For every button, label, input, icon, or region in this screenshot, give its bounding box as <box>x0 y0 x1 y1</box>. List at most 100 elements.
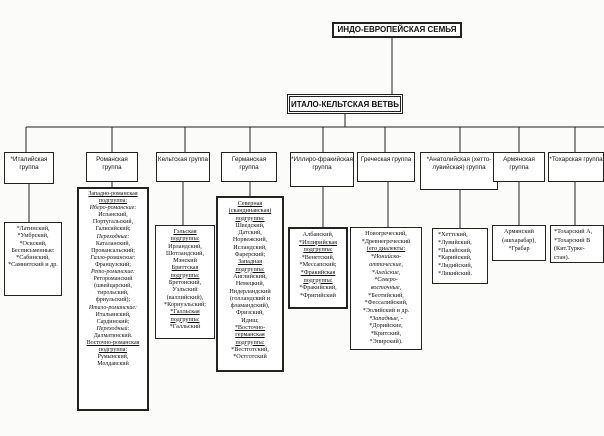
langs-tocharian: *Тохарский А, *Тохарский В (Кит.Туркe- с… <box>550 225 604 263</box>
lang-item: *Фригийский <box>300 291 336 299</box>
lang-item: Новогреческий, <box>365 230 407 237</box>
group-celtic-label: Кельтская группа <box>157 156 209 163</box>
dialect-item: восточные, <box>370 283 402 291</box>
lang-item: (Кит.Туркe- <box>554 245 585 252</box>
lang-item: Итальянский, <box>95 311 131 318</box>
subgroup-heading: Северная <box>237 200 263 207</box>
dialect-item: *Дорийские, <box>369 322 403 330</box>
lang-item: *Ликийский. <box>438 269 473 277</box>
subgroup-heading: подгруппа: <box>303 276 333 284</box>
group-illyro-thracian: *Иллиро-фракийская группа <box>290 152 354 187</box>
dialect-item: *Эолийский и др. <box>362 307 410 315</box>
subgroup-heading: *Фракийская <box>300 268 336 276</box>
group-romance: Романская группа <box>86 152 138 182</box>
langs-romance: Западно-романская подгруппа: Иберо-роман… <box>77 187 149 411</box>
dialect-item: аттические, <box>369 260 403 268</box>
lang-item: *Хеттский, <box>438 231 468 238</box>
lang-item: *Тохарский А, <box>554 228 593 235</box>
subgroup-category: Иберо-романские: <box>89 205 137 212</box>
group-italic-label: *Италийская группа <box>10 156 48 171</box>
group-italic: *Италийская группа <box>4 152 54 184</box>
group-tocharian: *Тохарская группа <box>548 152 604 182</box>
lang-item: *Лувийский, <box>438 238 472 246</box>
subgroup-heading: подгруппа: <box>170 235 200 243</box>
subgroup-heading: подгруппа: <box>235 214 265 222</box>
group-anatolian-label: *Анатолийская (хетто-лувийская) группа <box>426 156 492 171</box>
branch-node-italo-celtic: ИТАЛО-КЕЛЬТСКАЯ ВЕТВЬ <box>287 94 403 114</box>
subgroup-heading: подгруппа: <box>303 246 333 254</box>
langs-armenian: Армянский (ашхарабар), *Грабар <box>492 225 546 261</box>
group-germanic: Германская группа <box>221 152 277 182</box>
lang-item: (голландский и <box>229 294 271 302</box>
lang-item: *Галльский <box>169 322 201 330</box>
dialects-heading: (его диалекты: <box>366 245 406 253</box>
group-germanic-label: Германская группа <box>231 156 267 171</box>
lang-item: Датский, <box>238 229 262 237</box>
dialect-item: *Эпирский). <box>369 337 403 345</box>
lang-item: Молдавский <box>97 361 129 368</box>
subgroup-heading: Западно-романская <box>88 191 138 197</box>
subgroup-heading: Гэльская <box>173 228 197 235</box>
subgroup-heading: подгруппа: <box>170 271 200 279</box>
subgroup-category: Галло-романские: <box>90 254 136 261</box>
langs-germanic: Северная (скандинавская) подгруппа: Швед… <box>216 196 284 372</box>
root-title: ИНДО-ЕВРОПЕЙСКАЯ СЕМЬЯ <box>337 25 457 34</box>
subgroup-heading: *Галльская <box>170 308 200 316</box>
subgroup-heading: подгруппа: <box>170 315 200 323</box>
subgroup-heading: подгруппа: <box>98 347 128 354</box>
subgroup-heading: *Иллирийская <box>298 238 338 246</box>
subgroup-heading: Восточно-романская <box>86 339 140 346</box>
subgroup-heading: (скандинавская) <box>228 207 272 215</box>
branch-title: ИТАЛО-КЕЛЬТСКАЯ ВЕТВЬ <box>290 100 400 109</box>
lang-item: Сардинский; <box>96 318 130 325</box>
lang-item: *Самнитский и др. <box>8 261 58 269</box>
dialect-item: *Фессалийский, <box>364 299 408 307</box>
lang-item: Фризский, <box>236 309 264 317</box>
lang-item: Ретороманский <box>93 276 133 283</box>
lang-item: стан). <box>554 253 570 261</box>
group-anatolian: *Анатолийская (хетто-лувийская) группа <box>420 152 498 190</box>
lang-item: фламандский), <box>230 302 270 310</box>
lang-item: Бретонский, <box>168 279 202 287</box>
dialect-item: *Западные, - <box>369 314 403 322</box>
lang-item: Мэнский <box>173 257 197 265</box>
lang-item: Норвежский, <box>232 236 268 244</box>
lang-item: *Оскский, <box>19 239 47 247</box>
lang-item: *Палайский, <box>438 246 472 254</box>
dialect-item: *Ахейские, <box>371 268 401 276</box>
lang-item: Бесписьменные: <box>11 246 55 254</box>
dialect-item: *Северо- <box>374 276 398 284</box>
lang-item: Галисийский; <box>95 226 131 233</box>
group-greek: Греческая группа <box>357 152 415 182</box>
group-celtic: Кельтская группа <box>156 152 210 182</box>
subgroup-category: Переходные: <box>96 233 130 240</box>
lang-item: Французский; <box>95 261 131 268</box>
subgroup-heading: подгруппа: <box>235 265 265 273</box>
lang-item: *Вестготский, <box>231 345 269 353</box>
lang-item: *Тохарский В <box>554 236 591 244</box>
lang-item: (ашхарабар), <box>502 236 536 244</box>
subgroup-heading: Западная <box>238 258 262 266</box>
lang-item: Албанский, <box>302 231 334 238</box>
group-armenian-label: Армянская группа <box>503 156 535 171</box>
langs-illyro-thracian: Албанский, *Иллирийская подгруппа: *Вене… <box>288 227 348 309</box>
lang-item: *Лидийский, <box>438 262 473 270</box>
lang-item: *Сабинский, <box>16 254 50 262</box>
langs-anatolian: *Хеттский, *Лувийский, *Палайский, *Кари… <box>432 228 488 284</box>
group-romance-label: Романская группа <box>96 156 128 171</box>
lang-item: *Остготский <box>233 353 267 361</box>
lang-item: *Умбрский, <box>17 232 49 240</box>
group-tocharian-label: *Тохарская группа <box>549 156 603 163</box>
group-greek-label: Греческая группа <box>360 156 412 163</box>
lang-item: Армянский <box>504 228 534 235</box>
subgroup-category: Переходный: <box>96 325 130 332</box>
root-node-indo-european: ИНДО-ЕВРОПЕЙСКАЯ СЕМЬЯ <box>332 22 462 38</box>
group-illyro-thracian-label: *Иллиро-фракийская группа <box>291 156 353 171</box>
subgroup-heading: *Восточно- <box>234 324 266 332</box>
dialect-item: *Беотийский, <box>368 291 404 299</box>
lang-item: Английский, <box>233 272 267 280</box>
lang-item: *Венетский, <box>301 253 335 261</box>
langs-greek: Новогреческий, *Древнегреческий (его диа… <box>350 227 422 350</box>
subgroup-heading: подгруппа: <box>235 338 265 346</box>
dialect-item: *Критский, <box>370 330 402 338</box>
